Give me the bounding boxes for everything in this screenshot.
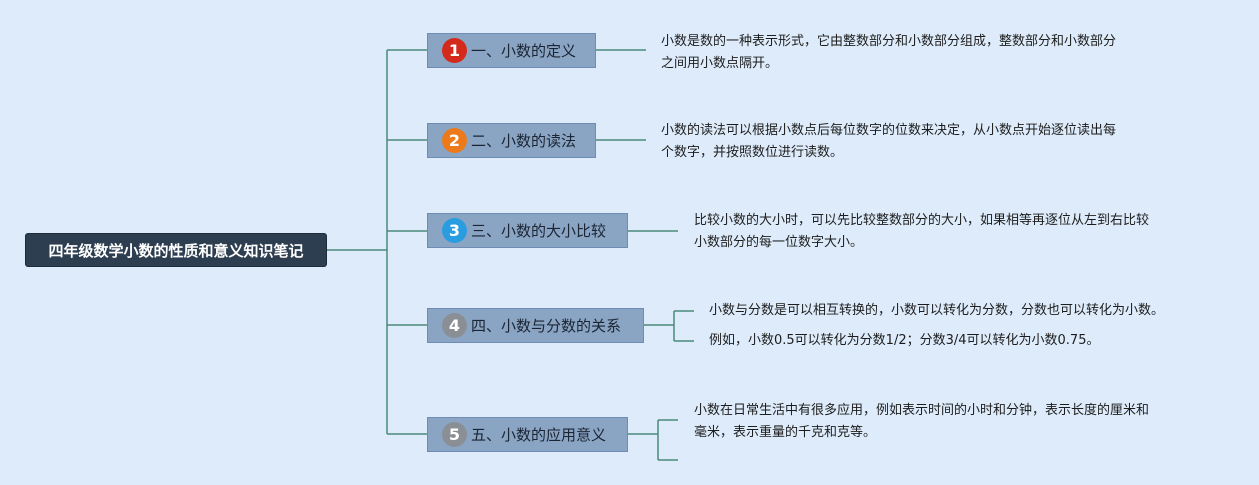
number-badge-5: 5	[442, 422, 467, 447]
desc-comparison: 比较小数的大小时，可以先比较整数部分的大小，如果相等再逐位从左到右比较 小数部分…	[694, 210, 1234, 254]
number-badge-2: 2	[442, 128, 467, 153]
desc-line: 个数字，并按照数位进行读数。	[661, 145, 844, 160]
number-badge-4: 4	[442, 313, 467, 338]
desc-fraction-example: 例如，小数0.5可以转化为分数1/2；分数3/4可以转化为小数0.75。	[709, 330, 1249, 352]
branch-reading[interactable]: 2 二、小数的读法	[427, 123, 596, 158]
root-title: 四年级数学小数的性质和意义知识笔记	[48, 241, 304, 260]
desc-line: 小数的读法可以根据小数点后每位数字的位数来决定，从小数点开始逐位读出每	[661, 123, 1117, 138]
number-badge-1: 1	[442, 38, 467, 63]
desc-line: 之间用小数点隔开。	[661, 56, 779, 71]
desc-line: 小数在日常生活中有很多应用，例如表示时间的小时和分钟，表示长度的厘米和	[694, 403, 1150, 418]
desc-reading: 小数的读法可以根据小数点后每位数字的位数来决定，从小数点开始逐位读出每 个数字，…	[661, 120, 1201, 164]
branch-label: 三、小数的大小比较	[471, 222, 607, 240]
desc-definition: 小数是数的一种表示形式，它由整数部分和小数部分组成，整数部分和小数部分 之间用小…	[661, 31, 1201, 75]
desc-line: 例如，小数0.5可以转化为分数1/2；分数3/4可以转化为小数0.75。	[709, 333, 1100, 348]
desc-application: 小数在日常生活中有很多应用，例如表示时间的小时和分钟，表示长度的厘米和 毫米，表…	[694, 400, 1234, 444]
desc-line: 毫米，表示重量的千克和克等。	[694, 425, 877, 440]
branch-label: 五、小数的应用意义	[471, 426, 607, 444]
desc-line: 小数与分数是可以相互转换的，小数可以转化为分数，分数也可以转化为小数。	[709, 303, 1165, 318]
branch-definition[interactable]: 1 一、小数的定义	[427, 33, 596, 68]
branch-label: 四、小数与分数的关系	[471, 317, 622, 335]
branch-application[interactable]: 5 五、小数的应用意义	[427, 417, 628, 452]
desc-line: 小数部分的每一位数字大小。	[694, 235, 864, 250]
desc-fraction-relation: 小数与分数是可以相互转换的，小数可以转化为分数，分数也可以转化为小数。	[709, 300, 1249, 322]
branch-comparison[interactable]: 3 三、小数的大小比较	[427, 213, 628, 248]
desc-line: 小数是数的一种表示形式，它由整数部分和小数部分组成，整数部分和小数部分	[661, 34, 1117, 49]
root-node[interactable]: 四年级数学小数的性质和意义知识笔记	[25, 233, 327, 267]
branch-label: 二、小数的读法	[471, 132, 577, 150]
desc-line: 比较小数的大小时，可以先比较整数部分的大小，如果相等再逐位从左到右比较	[694, 213, 1150, 228]
number-badge-3: 3	[442, 218, 467, 243]
branch-label: 一、小数的定义	[471, 42, 577, 60]
branch-fraction-relation[interactable]: 4 四、小数与分数的关系	[427, 308, 644, 343]
